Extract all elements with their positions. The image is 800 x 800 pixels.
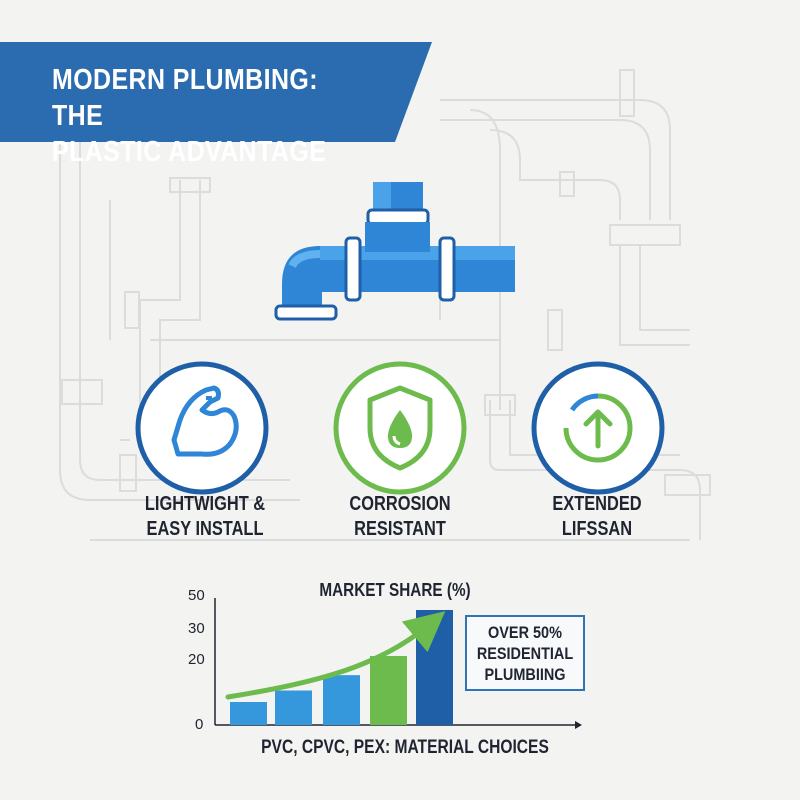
trend-arrow [225,611,446,700]
up-arrow-cycle-icon [531,361,665,495]
chart-bar [370,656,407,725]
chart-bar [275,690,312,725]
flexed-arm-icon [135,361,269,495]
page-title: MODERN PLUMBING: THE PLASTIC ADVANTAGE [52,62,344,170]
x-axis-arrow [575,721,582,729]
title-banner [0,42,432,142]
title-line-1: MODERN PLUMBING: THE [52,64,318,132]
feature-label-lightweight: LIGHTWIGHT & EASY INSTALL [144,493,266,540]
market-share-chart [214,598,582,729]
y-tick-label: 20 [188,651,205,668]
y-tick-label: 0 [195,716,204,733]
chart-title: MARKET SHARE (%) [319,580,471,600]
callout-line-3: PLUMBIING [484,665,566,684]
pipe-fitting-icon [274,182,515,321]
feature-label-lifespan: EXTENDED LIFSSAN [552,493,642,540]
callout-line-2: RESIDENTIAL [476,644,574,663]
chart-caption: PVC, CPVC, PEX: MATERIAL CHOICES [261,737,549,758]
y-tick-label: 30 [188,620,205,637]
callout-line-1: OVER 50% [488,623,562,642]
chart-bar [416,610,453,725]
chart-bar [230,702,267,725]
y-tick-label: 50 [188,587,205,604]
title-line-2: PLASTIC ADVANTAGE [52,136,327,168]
feature-label-corrosion: CORROSION RESISTANT [349,493,451,540]
chart-bar [323,675,360,725]
shield-droplet-icon [333,361,467,495]
market-share-callout: OVER 50% RESIDENTIAL PLUMBIING [465,615,585,691]
